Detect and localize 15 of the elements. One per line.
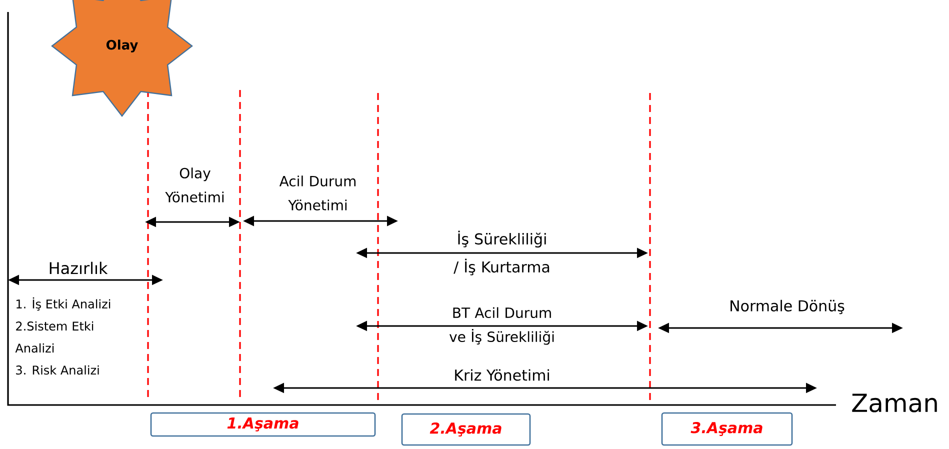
phase-box: 1.Aşama — [150, 412, 376, 437]
list-item: 2.Sistem Etki Analizi — [15, 321, 94, 353]
phase-label: Kriz Yönetimi — [455, 369, 549, 381]
phase-label: Hazırlık — [50, 262, 108, 274]
phase-box: 3.Aşama — [661, 412, 793, 446]
list-item: 3. Risk Analizi — [16, 365, 99, 375]
phase-label: Normale Dönüş — [730, 300, 844, 314]
axis-label: Zaman — [852, 394, 937, 412]
event-star: Olay — [51, 0, 193, 117]
phase-label: Olay Yönetimi — [165, 168, 224, 202]
phase-label: Acil Durum Yönetimi — [279, 176, 356, 210]
phase-label: BT Acil Durum ve İş Sürekliliği — [449, 307, 554, 345]
phase-box: 2.Aşama — [401, 413, 531, 446]
list-item: 1. İş Etki Analizi — [16, 297, 110, 311]
phase-label: İş Sürekliliği / İş Kurtarma — [454, 230, 550, 276]
